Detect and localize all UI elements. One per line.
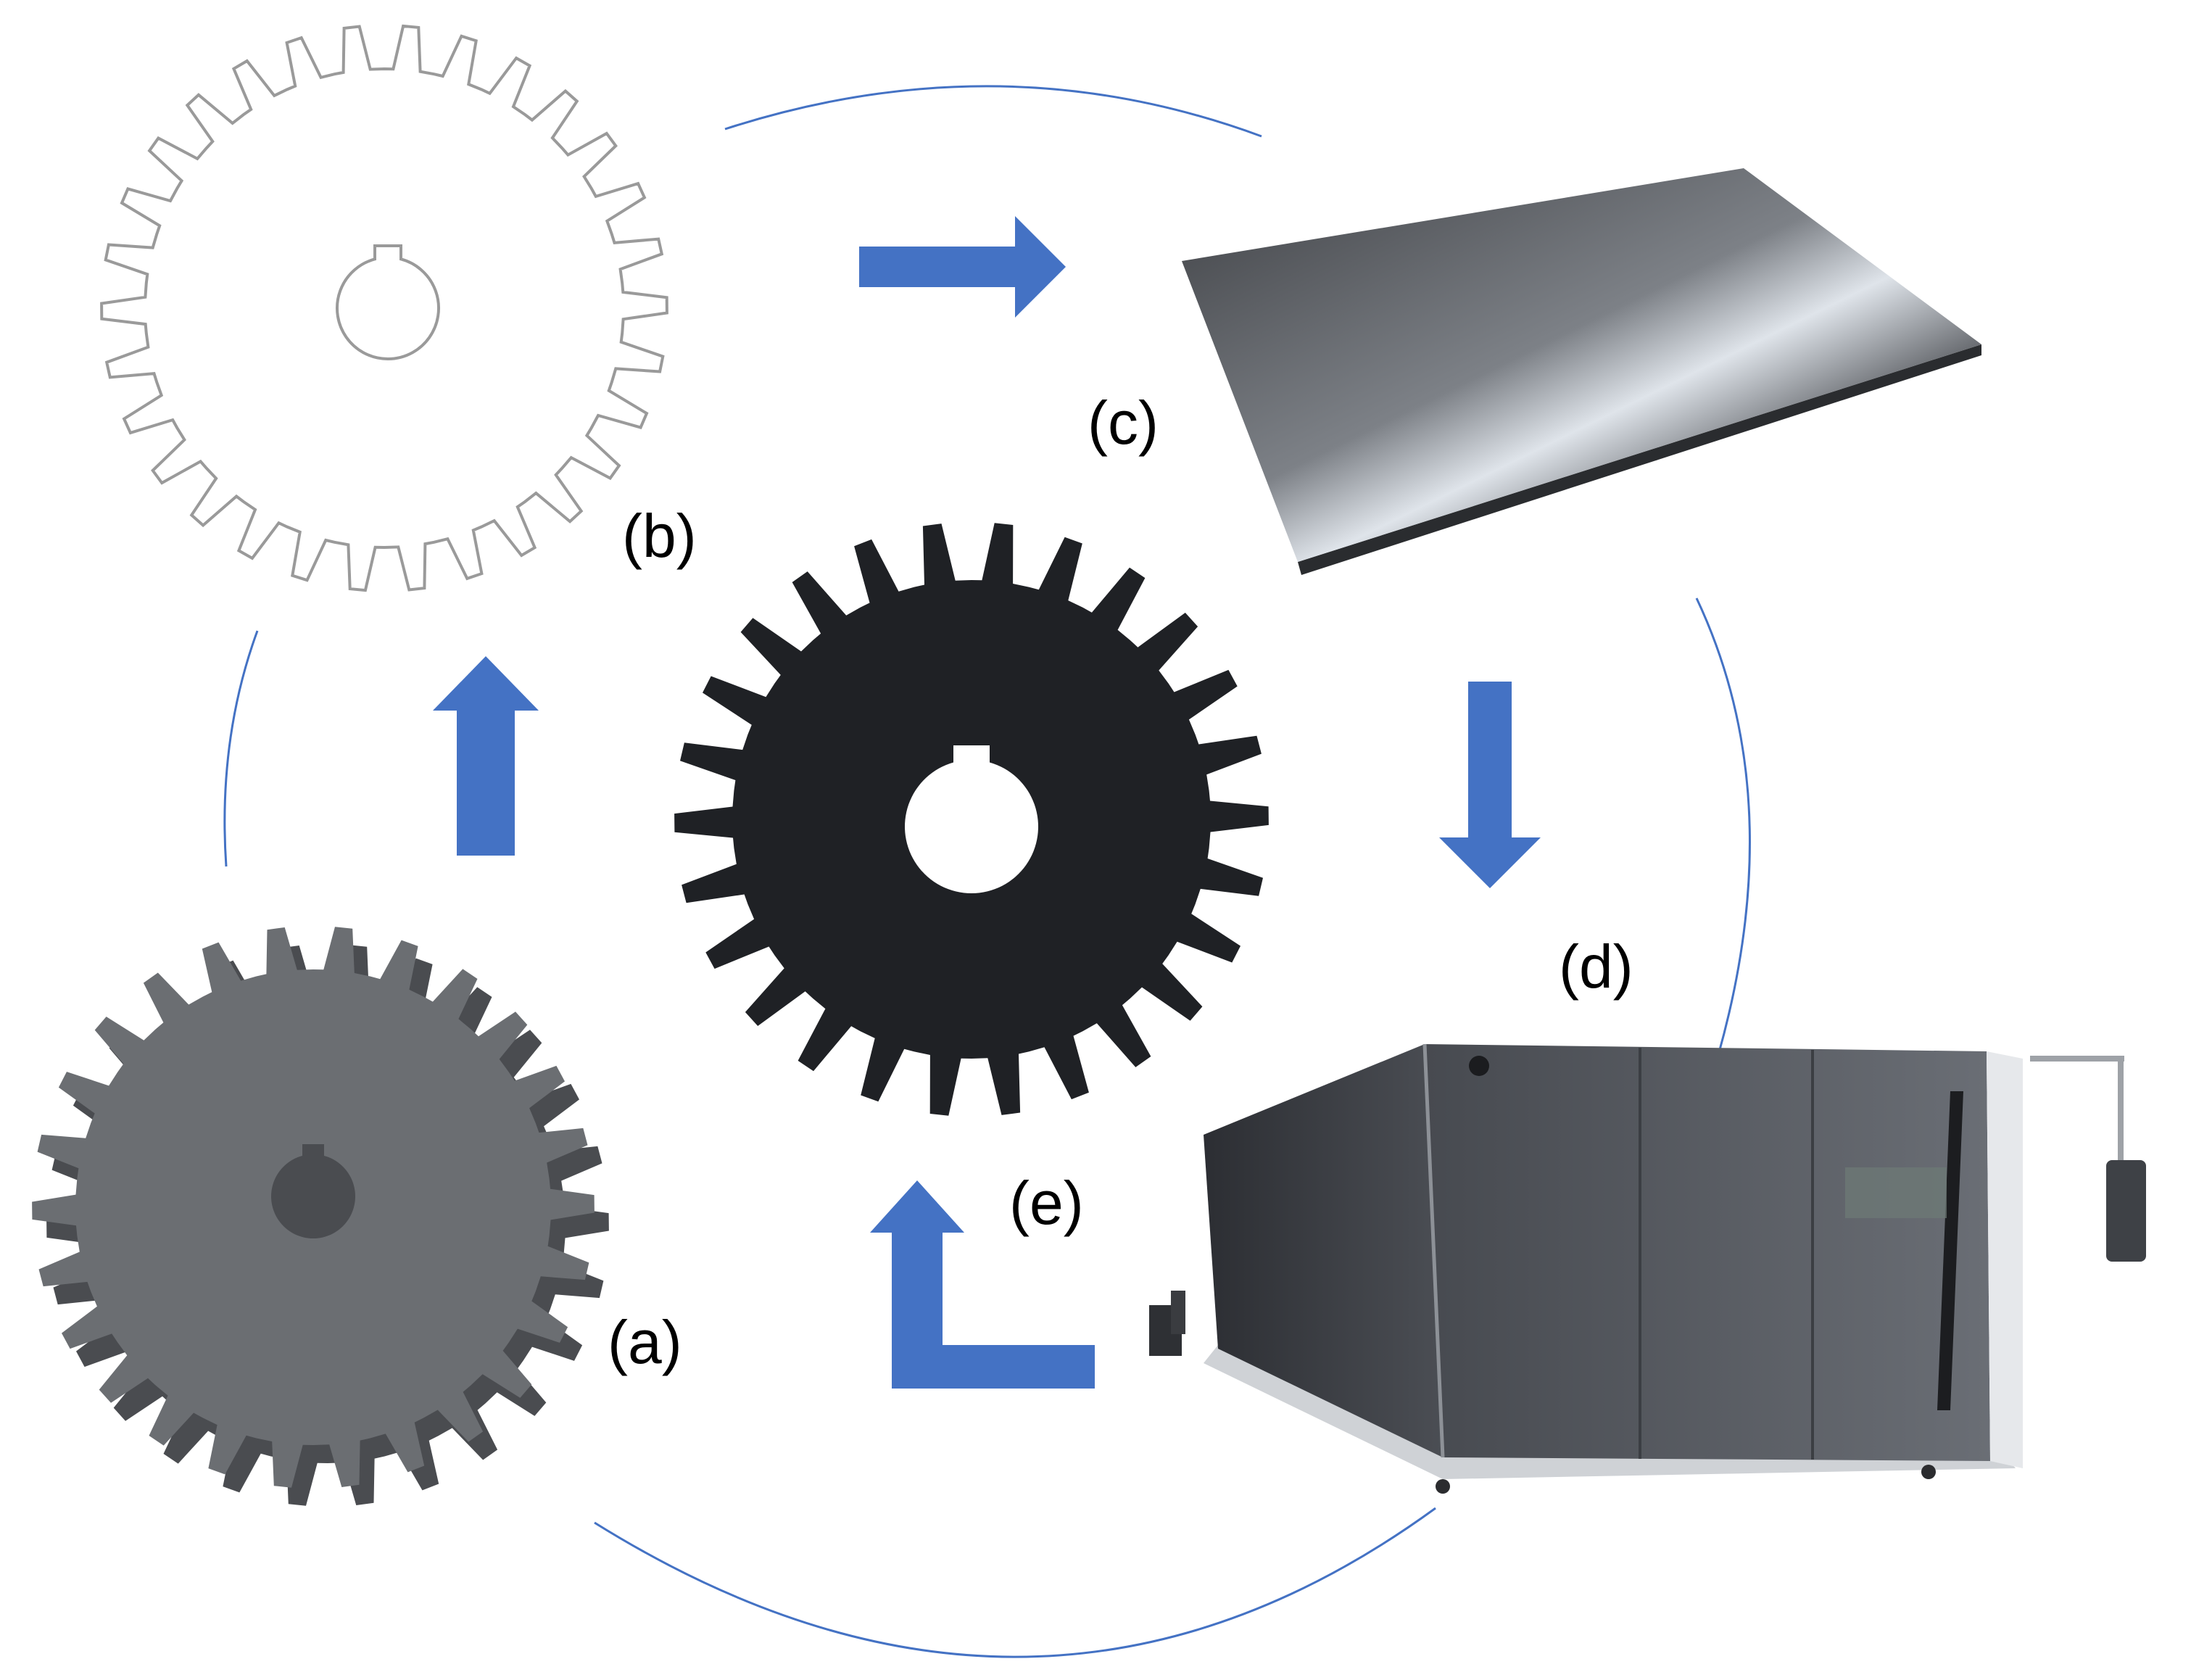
cycle-arc-right [1695,597,1751,1056]
laser-cutter-icon [1425,1044,1990,1461]
machine-display [1845,1167,1947,1218]
cad-gear-model [32,927,609,1506]
cycle-arc-top [724,85,1262,138]
machine-window [1937,1091,1963,1410]
cycle-arc-left [223,630,259,867]
cut-gear-part [674,523,1269,1116]
machine-control-pendant [2106,1160,2146,1262]
metal-sheet [1182,168,1981,575]
cycle-arc-bottom [594,1507,1436,1658]
label-b: (b) [622,502,697,570]
label-a: (a) [608,1308,682,1376]
outline-gear-drawing [100,24,668,592]
metal-sheet-icon [1182,168,1981,562]
arrow-right-icon [859,216,1066,318]
label-c: (c) [1088,389,1159,457]
gear-cut-icon [674,523,1269,1116]
machine-left-bracket-post [1171,1291,1185,1334]
machine-foot-icon [1436,1479,1450,1494]
arrow-up-icon [433,656,539,856]
machine-right-frame [1987,1051,2023,1468]
cycle-arcs [223,85,1751,1658]
machine-left-panel [1204,1044,1443,1457]
machine-base-rail [1204,1345,2016,1479]
machine-logo-icon [1469,1056,1489,1076]
label-e: (e) [1009,1169,1084,1237]
label-d: (d) [1559,932,1633,1001]
machine-foot-icon-2 [1921,1465,1936,1479]
gear-outline-icon [100,24,668,592]
gear-3d-icon [32,927,595,1488]
keyway-hole-outline [336,244,440,360]
machine-corner-edge [1422,1043,1445,1458]
arrow-corner-up-icon [870,1180,1095,1389]
metal-sheet-edge [1298,344,1981,575]
laser-cutter-machine [1149,1043,2146,1494]
process-arrows [433,216,1541,1389]
arrow-down-icon [1439,682,1541,888]
